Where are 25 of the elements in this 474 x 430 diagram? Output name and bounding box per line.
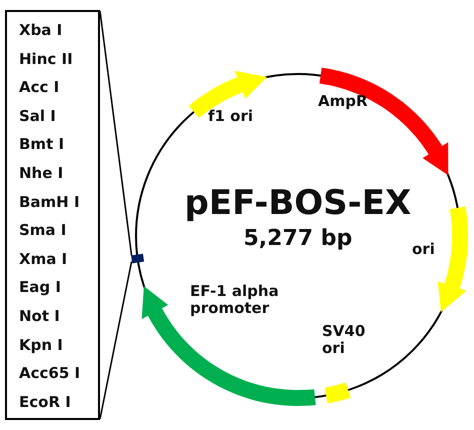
zoom-line [99, 261, 132, 420]
enzyme-name: Sal I [19, 108, 56, 126]
enzyme-name: Nhe I [19, 165, 64, 182]
zoom-line [99, 10, 132, 256]
feature-label: ori [412, 241, 435, 258]
enzyme-name: Acc I [19, 79, 60, 96]
feature-label: AmpR [318, 93, 368, 110]
enzyme-name: BamH I [19, 194, 80, 211]
enzyme-name: Not I [19, 308, 60, 326]
enzyme-list-box [5, 10, 100, 420]
enzyme-name: Sma I [19, 222, 66, 240]
enzyme-name: Xma I [19, 250, 68, 268]
feature-label: EF-1 alpha promoter [190, 283, 280, 318]
enzyme-name: Bmt I [19, 136, 64, 154]
site-marker [131, 254, 144, 264]
feature-label: f1 ori [208, 108, 254, 126]
enzyme-name: EcoR I [19, 394, 71, 412]
plasmid-name: pEF-BOS-EX [184, 184, 412, 224]
enzyme-name: Eag I [19, 279, 61, 297]
feature-label: SV40 ori [322, 323, 366, 358]
enzyme-name: Acc65 I [19, 365, 80, 382]
plasmid-size: 5,277 bp [244, 226, 352, 252]
enzyme-name: Hinc II [19, 50, 73, 68]
enzyme-name: Kpn I [19, 336, 63, 354]
enzyme-name: Xba I [19, 22, 62, 40]
